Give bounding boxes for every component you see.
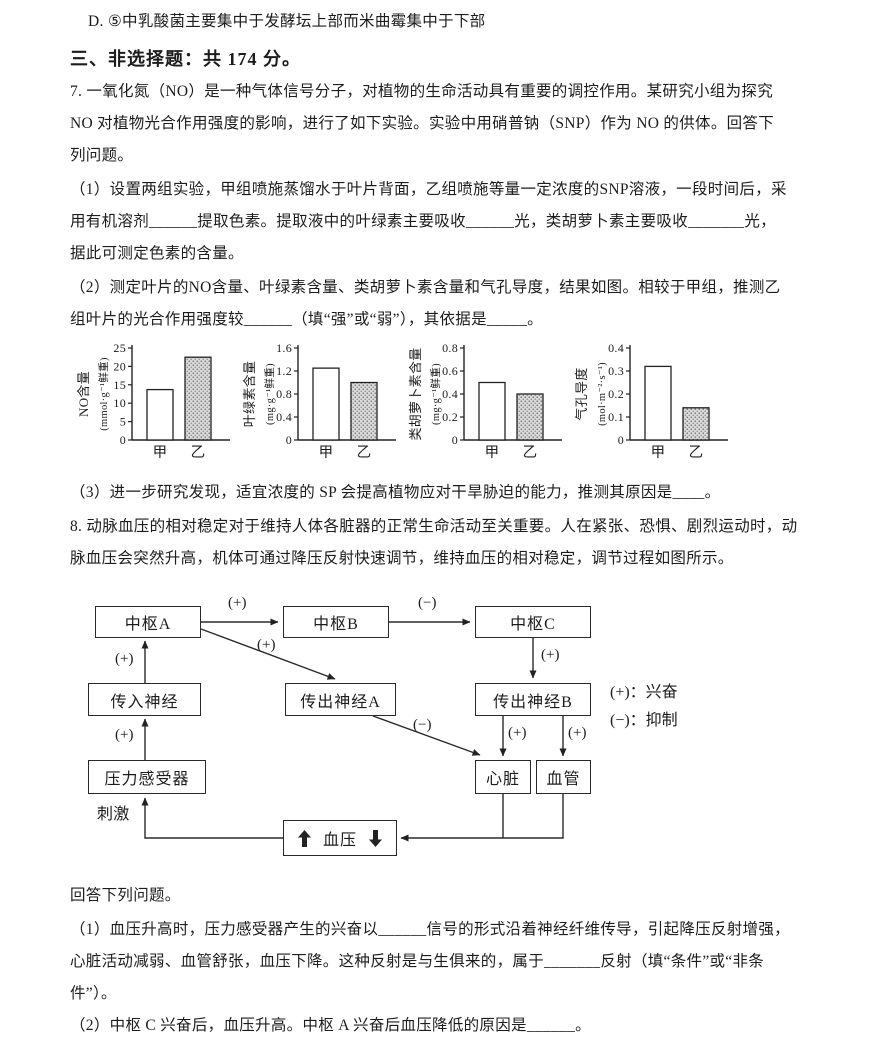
node-efferent-nerve-b: 传出神经B bbox=[475, 683, 591, 716]
svg-text:乙: 乙 bbox=[357, 445, 372, 461]
edge-label-a-to-b: (+) bbox=[228, 595, 247, 611]
svg-text:10: 10 bbox=[113, 396, 126, 410]
diagram-arrows bbox=[141, 618, 567, 842]
q8-part2-line: （2）中枢 C 兴奋后，血压升高。中枢 A 兴奋后血压降低的原因是______。 bbox=[70, 1017, 591, 1034]
q7-intro-line2: NO 对植物光合作用强度的影响，进行了如下实验。实验中用硝普钠（SNP）作为 N… bbox=[70, 115, 775, 132]
q8-intro-line2: 脉血压会突然升高，机体可通过降压反射快速调节，维持血压的相对稳定，调节过程如图所… bbox=[70, 550, 734, 567]
results-charts-row: 0 5 10 15 20 25 甲 乙 NO含量 (mmol·g⁻¹鲜重) 0 0.4 0.8 1.2 1… bbox=[76, 340, 818, 469]
q7-part2: （2）测定叶片的NO含量、叶绿素含量、类胡萝卜素含量和气孔导度，结果如图。相较于… bbox=[70, 272, 818, 336]
svg-text:0.3: 0.3 bbox=[608, 364, 624, 378]
q8-part1-line3: 件”）。 bbox=[70, 985, 117, 1002]
svg-text:20: 20 bbox=[113, 359, 126, 373]
svg-text:5: 5 bbox=[120, 415, 126, 429]
svg-text:0: 0 bbox=[452, 433, 458, 447]
q8-part1-line1: （1）血压升高时，压力感受器产生的兴奋以______信号的形式沿着神经纤维传导，… bbox=[70, 921, 790, 938]
chart-stomatal-conductance: 0 0.1 0.2 0.3 0.4 甲 乙 气孔导度 (mol·m⁻²·s⁻¹) bbox=[574, 340, 732, 469]
blood-pressure-label: 血压 bbox=[322, 832, 357, 849]
edge-label-efferent-b-to-heart: (+) bbox=[508, 725, 527, 741]
q8-intro: 8. 动脉血压的相对稳定对于维持人体各脏器的正常生命活动至关重要。人在紧张、恐惧… bbox=[70, 511, 818, 575]
svg-text:0.4: 0.4 bbox=[608, 341, 624, 355]
svg-text:0: 0 bbox=[286, 433, 292, 447]
svg-text:乙: 乙 bbox=[191, 445, 206, 461]
q7-part2-line2: 组叶片的光合作用强度较______（填“强”或“弱”），其依据是_____。 bbox=[70, 311, 543, 328]
edge-label-baro-to-afferent: (+) bbox=[115, 727, 134, 743]
svg-text:类胡萝卜素含量: 类胡萝卜素含量 bbox=[408, 347, 423, 440]
svg-text:0.2: 0.2 bbox=[442, 410, 458, 424]
node-center-a: 中枢A bbox=[95, 606, 201, 638]
edge-label-b-to-c: (−) bbox=[418, 595, 437, 611]
svg-text:乙: 乙 bbox=[689, 445, 704, 461]
q7-intro-line1: 7. 一氧化氮（NO）是一种气体信号分子，对植物的生命活动具有重要的调控作用。某… bbox=[70, 83, 773, 100]
svg-text:1.6: 1.6 bbox=[276, 341, 292, 355]
svg-text:0.4: 0.4 bbox=[276, 410, 292, 424]
edge-label-afferent-to-a: (+) bbox=[115, 651, 134, 667]
edge-label-a-to-efferent-a: (+) bbox=[257, 637, 276, 653]
q7-part1: （1）设置两组实验，甲组喷施蒸馏水于叶片背面，乙组喷施等量一定浓度的SNP溶液，… bbox=[70, 174, 818, 270]
stimulus-label: 刺激 bbox=[97, 806, 130, 823]
node-heart: 心脏 bbox=[475, 760, 531, 794]
q7-part1-line1: （1）设置两组实验，甲组喷施蒸馏水于叶片背面，乙组喷施等量一定浓度的SNP溶液，… bbox=[70, 181, 787, 198]
svg-text:NO含量: NO含量 bbox=[76, 371, 91, 417]
svg-text:0.8: 0.8 bbox=[276, 387, 292, 401]
node-center-b: 中枢B bbox=[283, 606, 389, 638]
svg-text:甲: 甲 bbox=[651, 445, 666, 461]
q7-part1-line2: 用有机溶剂______提取色素。提取液中的叶绿素主要吸收______光，类胡萝卜… bbox=[70, 213, 776, 230]
q8-intro-line1: 8. 动脉血压的相对稳定对于维持人体各脏器的正常生命活动至关重要。人在紧张、恐惧… bbox=[70, 518, 798, 535]
option-d-line: D. ⑤中乳酸菌主要集中于发酵坛上部而米曲霉集中于下部 bbox=[88, 13, 486, 30]
svg-text:15: 15 bbox=[113, 378, 126, 392]
q8-part1-line2: 心脏活动减弱、血管舒张，血压下降。这种反射是与生俱来的，属于_______反射（… bbox=[70, 953, 765, 970]
edge-label-efferent-a-to-heart: (−) bbox=[413, 717, 432, 733]
chart-carotenoid-content: 0 0.2 0.4 0.6 0.8 甲 乙 类胡萝卜素含量 (mg·g⁻¹鲜重) bbox=[408, 340, 566, 469]
svg-text:25: 25 bbox=[113, 341, 126, 355]
svg-text:0.1: 0.1 bbox=[608, 410, 624, 424]
chart-chlorophyll-content: 0 0.4 0.8 1.2 1.6 甲 乙 叶绿素含量 (mg·g⁻¹鲜重) bbox=[242, 340, 400, 469]
svg-text:甲: 甲 bbox=[153, 445, 168, 461]
edge-label-efferent-b-to-vessel: (+) bbox=[568, 725, 587, 741]
q7-part2-line1: （2）测定叶片的NO含量、叶绿素含量、类胡萝卜素含量和气孔导度，结果如图。相较于… bbox=[70, 279, 781, 296]
svg-text:0.4: 0.4 bbox=[442, 387, 458, 401]
section-heading: 三、非选择题：共 174 分。 bbox=[70, 49, 301, 69]
q7-intro-line3: 列问题。 bbox=[70, 147, 134, 164]
bp-down-arrow-icon bbox=[369, 829, 382, 847]
q8-answer-prompt: 回答下列问题。 bbox=[70, 887, 181, 904]
node-vessel: 血管 bbox=[536, 760, 591, 794]
edge-label-c-to-efferent-b: (+) bbox=[541, 647, 560, 663]
svg-text:甲: 甲 bbox=[319, 445, 334, 461]
blood-pressure-regulation-diagram: 中枢A 中枢B 中枢C 传入神经 传出神经A 传出神经B 压力感受器 心脏 血管… bbox=[85, 585, 805, 870]
node-afferent-nerve: 传入神经 bbox=[88, 683, 201, 716]
node-center-c: 中枢C bbox=[475, 606, 591, 638]
legend-excite: (+)：兴奋 bbox=[610, 684, 678, 701]
svg-text:气孔导度: 气孔导度 bbox=[574, 367, 589, 420]
node-efferent-nerve-a: 传出神经A bbox=[285, 683, 396, 716]
svg-text:(mmol·g⁻¹鲜重): (mmol·g⁻¹鲜重) bbox=[97, 357, 110, 431]
legend-inhibit: (−)：抑制 bbox=[610, 712, 678, 729]
svg-text:乙: 乙 bbox=[523, 445, 538, 461]
svg-text:0.8: 0.8 bbox=[442, 341, 458, 355]
svg-text:0.2: 0.2 bbox=[608, 387, 624, 401]
svg-text:(mol·m⁻²·s⁻¹): (mol·m⁻²·s⁻¹) bbox=[597, 362, 608, 426]
bp-up-arrow-icon bbox=[297, 829, 311, 847]
q7-intro: 7. 一氧化氮（NO）是一种气体信号分子，对植物的生命活动具有重要的调控作用。某… bbox=[70, 76, 818, 172]
svg-text:1.2: 1.2 bbox=[276, 364, 292, 378]
chart-no-content: 0 5 10 15 20 25 甲 乙 NO含量 (mmol·g⁻¹鲜重) bbox=[76, 340, 234, 469]
node-baroreceptor: 压力感受器 bbox=[88, 760, 206, 794]
q8-part1: （1）血压升高时，压力感受器产生的兴奋以______信号的形式沿着神经纤维传导，… bbox=[70, 914, 818, 1010]
svg-text:0: 0 bbox=[618, 433, 624, 447]
svg-text:0: 0 bbox=[120, 433, 126, 447]
svg-text:0.6: 0.6 bbox=[442, 364, 458, 378]
svg-text:叶绿素含量: 叶绿素含量 bbox=[242, 361, 257, 428]
svg-text:甲: 甲 bbox=[485, 445, 500, 461]
q7-part1-line3: 据此可测定色素的含量。 bbox=[70, 245, 244, 262]
svg-text:(mg·g⁻¹鲜重): (mg·g⁻¹鲜重) bbox=[263, 363, 276, 425]
q7-part3-line: （3）进一步研究发现，适宜浓度的 SP 会提高植物应对干旱胁迫的能力，推测其原因… bbox=[70, 484, 721, 501]
svg-text:(mg·g⁻¹鲜重): (mg·g⁻¹鲜重) bbox=[429, 363, 442, 425]
node-blood-pressure: 血压 bbox=[283, 820, 397, 856]
